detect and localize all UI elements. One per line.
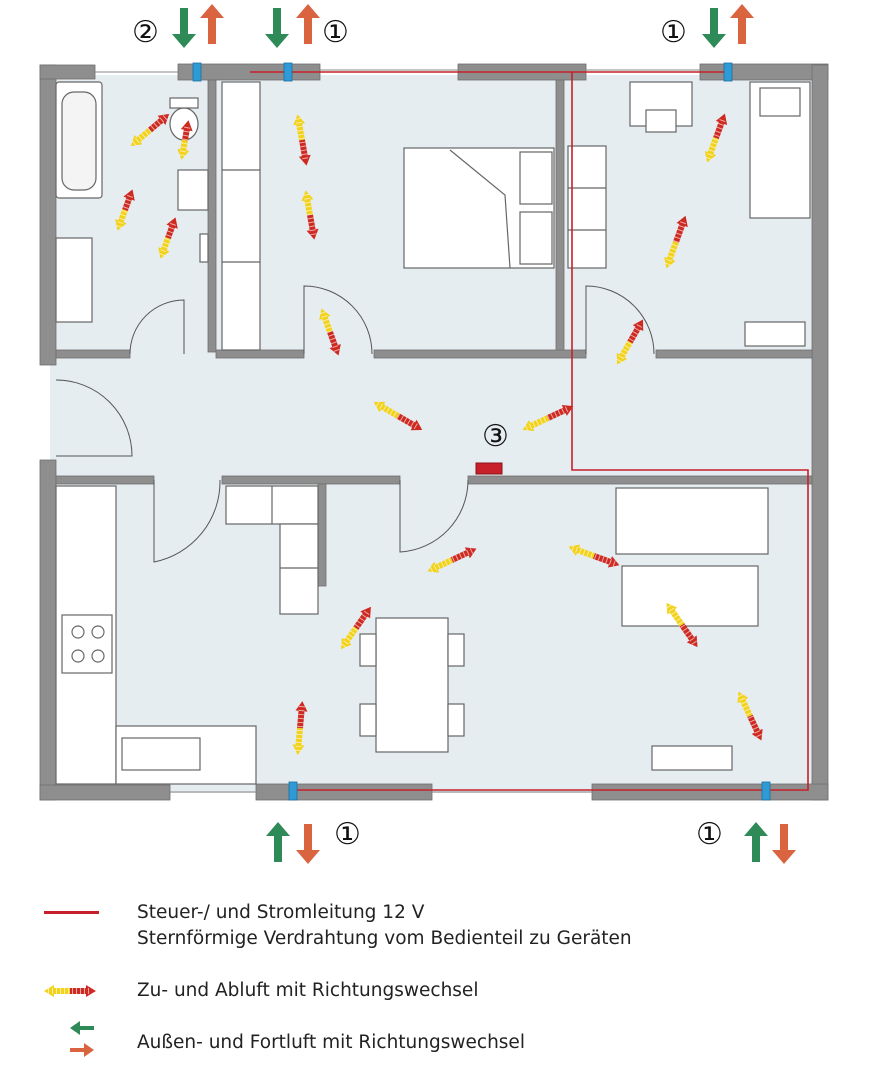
arrow-up-icon xyxy=(296,4,320,44)
arrow-up-icon xyxy=(730,4,754,44)
airflow-arrow xyxy=(301,190,319,240)
control-panel xyxy=(475,462,503,475)
airflow-arrow xyxy=(293,114,311,166)
air-flows xyxy=(115,113,763,755)
arrow-down-icon xyxy=(702,8,726,48)
airflow-arrow xyxy=(130,113,170,147)
arrow-down-icon xyxy=(172,8,196,48)
red-line-icon xyxy=(44,911,99,914)
airflow-arrow xyxy=(666,602,698,648)
airflow-arrow-icon xyxy=(44,985,96,997)
arrow-up-icon xyxy=(200,4,224,44)
legend-wire: Steuer-/ und Stromleitung 12 V Sternförm… xyxy=(0,900,872,956)
legend-wire-line1: Steuer-/ und Stromleitung 12 V xyxy=(137,902,425,923)
marker-1: ① xyxy=(696,817,723,852)
legend-wire-line2: Sternförmige Verdrahtung vom Bedienteil … xyxy=(137,928,632,949)
legend-supply-text: Zu- und Abluft mit Richtungswechsel xyxy=(137,980,479,1001)
marker-1: ① xyxy=(334,817,361,852)
arrow-down-icon xyxy=(265,8,289,48)
floor-plan: ② ① ① ③ ① ① xyxy=(39,4,829,864)
airflow-arrow xyxy=(616,319,644,365)
legend-wire-text: Steuer-/ und Stromleitung 12 V Sternförm… xyxy=(137,900,632,952)
airflow-arrow xyxy=(319,308,341,356)
marker-3: ③ xyxy=(482,419,509,454)
legend-outdoor-text: Außen- und Fortluft mit Richtungswechsel xyxy=(137,1032,525,1053)
control-wire xyxy=(250,71,809,791)
furniture xyxy=(55,81,811,785)
windows xyxy=(95,69,700,793)
airflow-arrow xyxy=(292,701,308,755)
airflow-arrow xyxy=(427,547,477,573)
airflow-arrow xyxy=(664,215,688,269)
marker-2: ② xyxy=(132,15,159,50)
airflow-arrow xyxy=(177,120,193,160)
airflow-arrow xyxy=(737,691,763,741)
airflow-arrow xyxy=(568,544,620,568)
outdoor-arrows xyxy=(172,4,796,864)
marker-1: ① xyxy=(322,15,349,50)
doors xyxy=(55,285,655,563)
airflow-arrow xyxy=(373,401,423,431)
airflow-arrow xyxy=(340,606,372,650)
arrow-down-icon xyxy=(296,824,320,864)
vents xyxy=(192,62,771,801)
arrow-up-icon xyxy=(266,822,290,862)
airflow-arrow xyxy=(158,217,178,259)
airflow-arrow xyxy=(704,113,728,163)
airflow-arrow xyxy=(115,189,135,231)
airflow-arrow xyxy=(522,404,574,432)
arrow-up-icon xyxy=(744,822,768,862)
airflow-arrow xyxy=(44,985,96,997)
exchange-arrows-icon xyxy=(70,1021,94,1057)
arrow-down-icon xyxy=(772,824,796,864)
marker-1: ① xyxy=(660,15,687,50)
